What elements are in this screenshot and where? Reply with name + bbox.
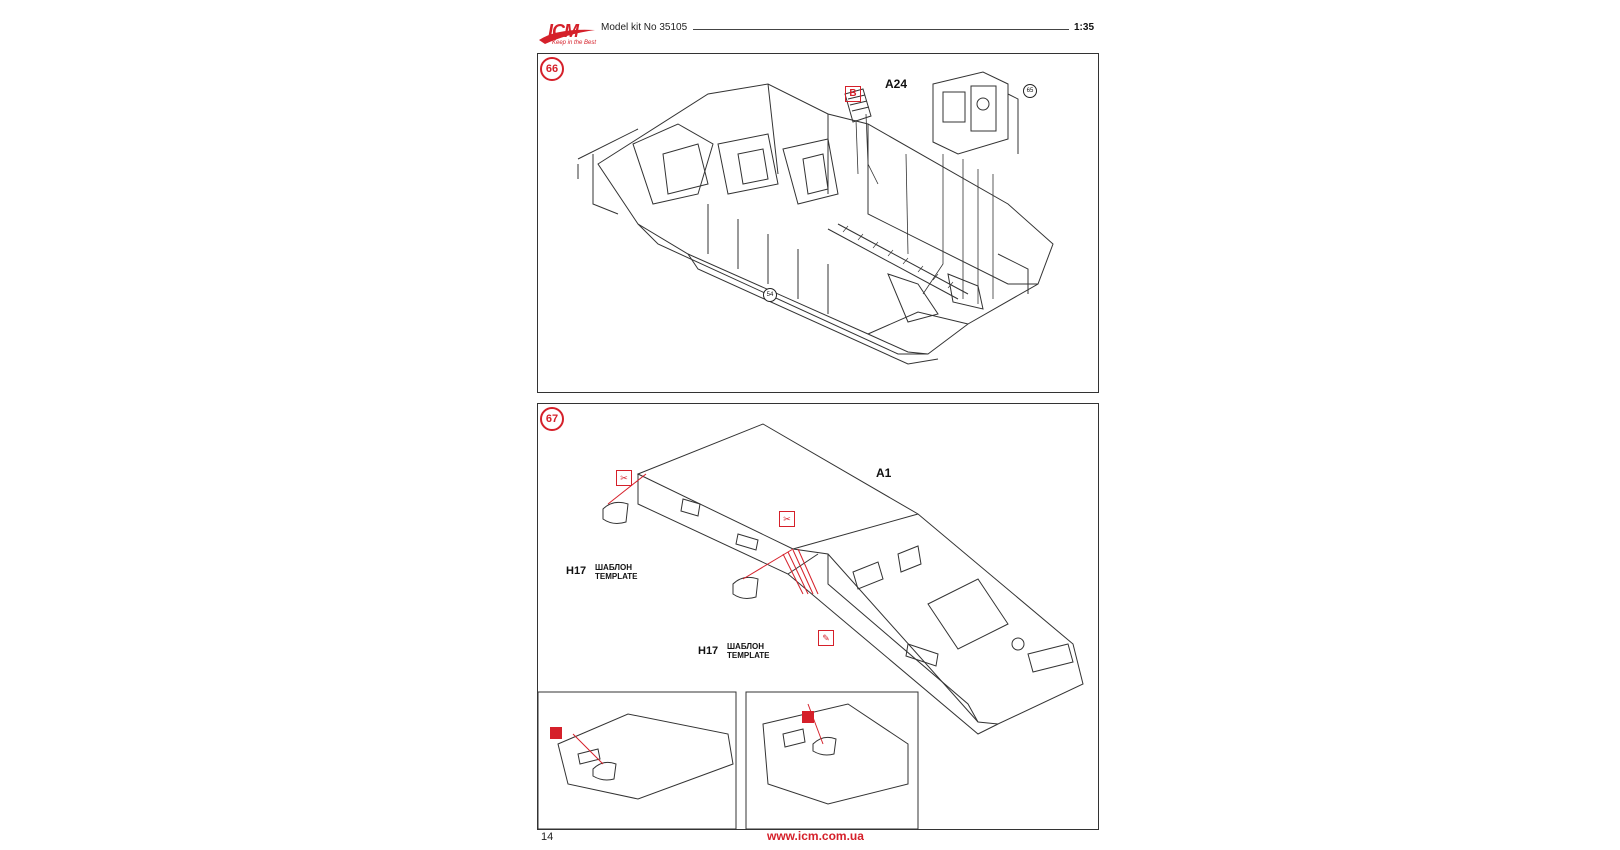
glue-mark-label: B — [849, 88, 857, 99]
template-1-part: H17 — [566, 565, 587, 577]
website-link[interactable]: www.icm.com.ua — [767, 829, 864, 843]
reference-step-54: 54 — [763, 288, 777, 302]
part-a24-label: A24 — [885, 77, 908, 91]
template-2-part: H17 — [698, 645, 719, 657]
part-a1-label: A1 — [876, 466, 892, 480]
paint-brush-icon: ✎ — [818, 630, 834, 646]
template-2-label: ШАБЛОН TEMPLATE — [727, 642, 770, 660]
cut-icon: ✂ — [779, 511, 795, 527]
step-66-panel: 66 A24 B 65 54 — [537, 53, 1099, 393]
template-1-label-ru: ШАБЛОН — [595, 563, 632, 572]
step-67-panel: 67 A1 ✂ ✂ ✎ H17 ШАБЛОН TEMPLATE H17 ШАБЛ… — [537, 403, 1099, 830]
template-2-label-en: TEMPLATE — [727, 651, 770, 660]
flag-icon — [550, 727, 562, 739]
template-1-label: ШАБЛОН TEMPLATE — [595, 563, 638, 581]
reference-step-65: 65 — [1023, 84, 1037, 98]
scale-label: 1:35 — [1074, 22, 1095, 33]
model-kit-number: Model kit No 35105 — [601, 22, 688, 33]
step-67-badge: 67 — [540, 407, 564, 431]
page-number: 14 — [541, 831, 554, 843]
step-66-badge: 66 — [540, 57, 564, 81]
glue-mark-icon: B — [845, 86, 861, 102]
logo-tagline: Keep in the Best — [552, 40, 597, 46]
header-rule — [693, 29, 1069, 30]
flag-icon — [802, 711, 814, 723]
hull-interior-drawing — [577, 71, 1054, 365]
cut-icon: ✂ — [616, 470, 632, 486]
icm-logo-icon — [539, 29, 595, 44]
template-2-label-ru: ШАБЛОН — [727, 642, 764, 651]
hull-exterior-drawing — [538, 423, 1084, 829]
template-1-label-en: TEMPLATE — [595, 572, 638, 581]
logo-text: ICM — [548, 21, 579, 41]
